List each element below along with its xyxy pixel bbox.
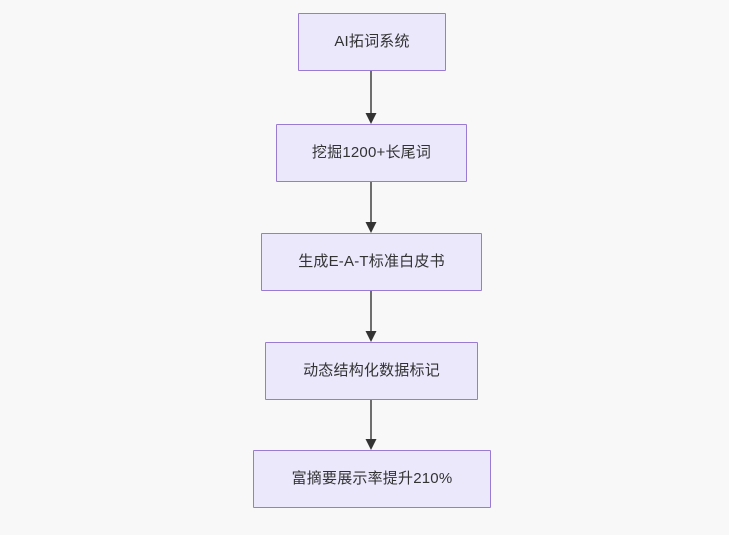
arrowhead-icon xyxy=(365,439,377,450)
flow-node-ai-keyword-system[interactable]: AI拓词系统 xyxy=(298,13,446,71)
edge-node4-to-node5 xyxy=(365,400,377,450)
arrowhead-icon xyxy=(365,113,377,124)
flow-node-rich-snippet-result[interactable]: 富摘要展示率提升210% xyxy=(253,450,491,508)
arrowhead-icon xyxy=(365,222,377,233)
flow-node-longtail-keywords[interactable]: 挖掘1200+长尾词 xyxy=(276,124,467,182)
edge-node1-to-node2 xyxy=(365,71,377,124)
flow-node-label: AI拓词系统 xyxy=(334,33,410,50)
flow-node-eat-whitepaper[interactable]: 生成E-A-T标准白皮书 xyxy=(261,233,482,291)
edge-node3-to-node4 xyxy=(365,291,377,342)
arrowhead-icon xyxy=(365,331,377,342)
flow-node-label: 富摘要展示率提升210% xyxy=(291,470,453,487)
flow-node-label: 生成E-A-T标准白皮书 xyxy=(298,253,445,270)
flow-node-structured-data-markup[interactable]: 动态结构化数据标记 xyxy=(265,342,478,400)
flow-node-label: 动态结构化数据标记 xyxy=(303,362,440,379)
flow-node-label: 挖掘1200+长尾词 xyxy=(311,144,432,161)
edge-node2-to-node3 xyxy=(365,182,377,233)
